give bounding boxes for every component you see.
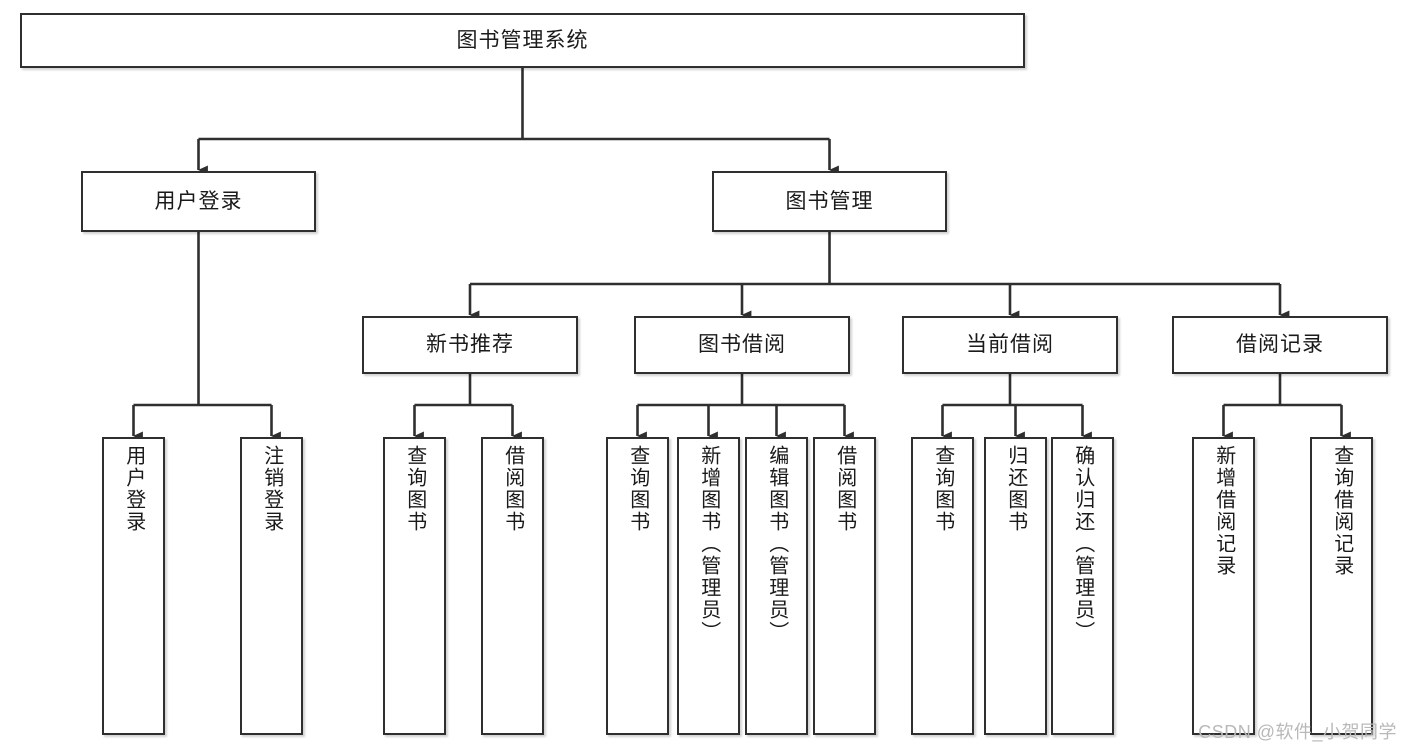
leaf-borrow-do-borrow[interactable]: 借阅图书	[813, 437, 876, 735]
leaf-user-logout-label: 注销登录	[260, 445, 283, 533]
leaf-borrow-do-borrow-label: 借阅图书	[833, 445, 856, 533]
leaf-current-query-book[interactable]: 查询图书	[911, 437, 974, 735]
leaf-user-login-label: 用户登录	[122, 445, 145, 533]
node-new-book-recommend[interactable]: 新书推荐	[362, 316, 578, 374]
leaf-recommend-borrow-book-label: 借阅图书	[501, 445, 524, 533]
node-user-login-label: 用户登录	[154, 189, 243, 213]
leaf-record-query[interactable]: 查询借阅记录	[1310, 437, 1373, 735]
node-book-manage-label: 图书管理	[785, 189, 874, 213]
node-book-borrow-label: 图书借阅	[698, 333, 786, 357]
leaf-recommend-borrow-book[interactable]: 借阅图书	[481, 437, 544, 735]
leaf-borrow-query-book-label: 查询图书	[626, 445, 649, 533]
leaf-recommend-query-book-label: 查询图书	[403, 445, 426, 533]
csdn-watermark: CSDN @软件_小贺同学	[1198, 722, 1397, 742]
leaf-user-login[interactable]: 用户登录	[102, 437, 165, 735]
leaf-borrow-add-book[interactable]: 新增图书（管理员）	[677, 437, 740, 735]
leaf-record-query-label: 查询借阅记录	[1330, 445, 1353, 577]
leaf-recommend-query-book[interactable]: 查询图书	[383, 437, 446, 735]
leaf-borrow-query-book[interactable]: 查询图书	[606, 437, 669, 735]
leaf-record-add[interactable]: 新增借阅记录	[1192, 437, 1255, 735]
leaf-current-return-book[interactable]: 归还图书	[984, 437, 1047, 735]
node-current-borrow-label: 当前借阅	[966, 333, 1054, 357]
leaf-current-confirm-return-label: 确认归还（管理员）	[1071, 445, 1094, 643]
leaf-borrow-add-book-label: 新增图书（管理员）	[697, 445, 720, 643]
node-current-borrow[interactable]: 当前借阅	[902, 316, 1118, 374]
leaf-borrow-edit-book[interactable]: 编辑图书（管理员）	[745, 437, 808, 735]
node-borrow-record[interactable]: 借阅记录	[1172, 316, 1388, 374]
leaf-record-add-label: 新增借阅记录	[1212, 445, 1235, 577]
leaf-current-query-book-label: 查询图书	[931, 445, 954, 533]
node-root-label: 图书管理系统	[456, 28, 589, 52]
leaf-borrow-edit-book-label: 编辑图书（管理员）	[765, 445, 788, 643]
node-borrow-record-label: 借阅记录	[1236, 333, 1324, 357]
node-book-borrow[interactable]: 图书借阅	[634, 316, 850, 374]
leaf-current-confirm-return[interactable]: 确认归还（管理员）	[1051, 437, 1114, 735]
leaf-current-return-book-label: 归还图书	[1004, 445, 1027, 533]
node-new-book-recommend-label: 新书推荐	[426, 333, 514, 357]
node-root[interactable]: 图书管理系统	[20, 13, 1025, 68]
node-user-login[interactable]: 用户登录	[81, 171, 316, 232]
node-book-manage[interactable]: 图书管理	[712, 171, 947, 232]
leaf-user-logout[interactable]: 注销登录	[240, 437, 303, 735]
